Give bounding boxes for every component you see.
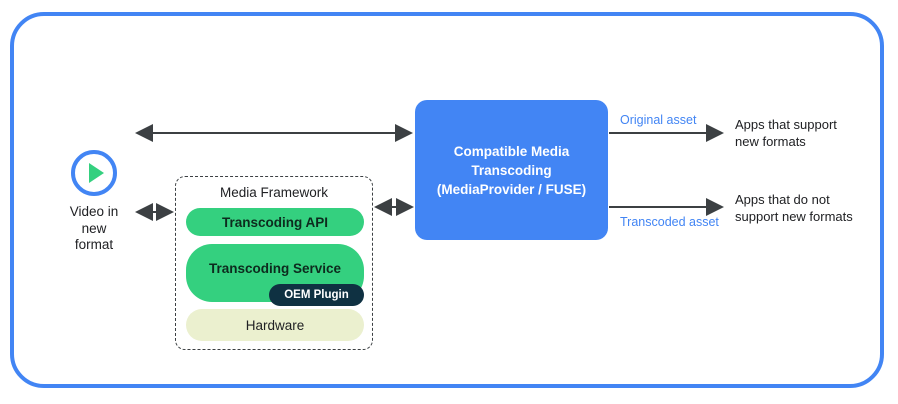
- transcoded-asset-label: Transcoded asset: [620, 215, 719, 229]
- media-framework-group: Media Framework Transcoding API Transcod…: [175, 176, 373, 350]
- hardware-layer: Hardware: [186, 309, 364, 341]
- play-triangle-shape: [89, 163, 104, 183]
- media-framework-title: Media Framework: [219, 185, 329, 200]
- original-asset-label: Original asset: [620, 113, 697, 127]
- transcoding-api-layer: Transcoding API: [186, 208, 364, 236]
- play-circle-icon: [71, 150, 117, 196]
- video-source-node: Video in new format: [44, 150, 144, 254]
- oem-plugin-badge: OEM Plugin: [269, 284, 364, 306]
- compatible-media-transcoding-box: Compatible Media Transcoding (MediaProvi…: [415, 100, 608, 240]
- video-source-label: Video in new format: [69, 204, 119, 252]
- apps-not-supporting-new-formats-label: Apps that do not support new formats: [735, 192, 853, 224]
- apps-supporting-new-formats-label: Apps that support new formats: [735, 117, 837, 149]
- play-ring-shape: [71, 150, 117, 196]
